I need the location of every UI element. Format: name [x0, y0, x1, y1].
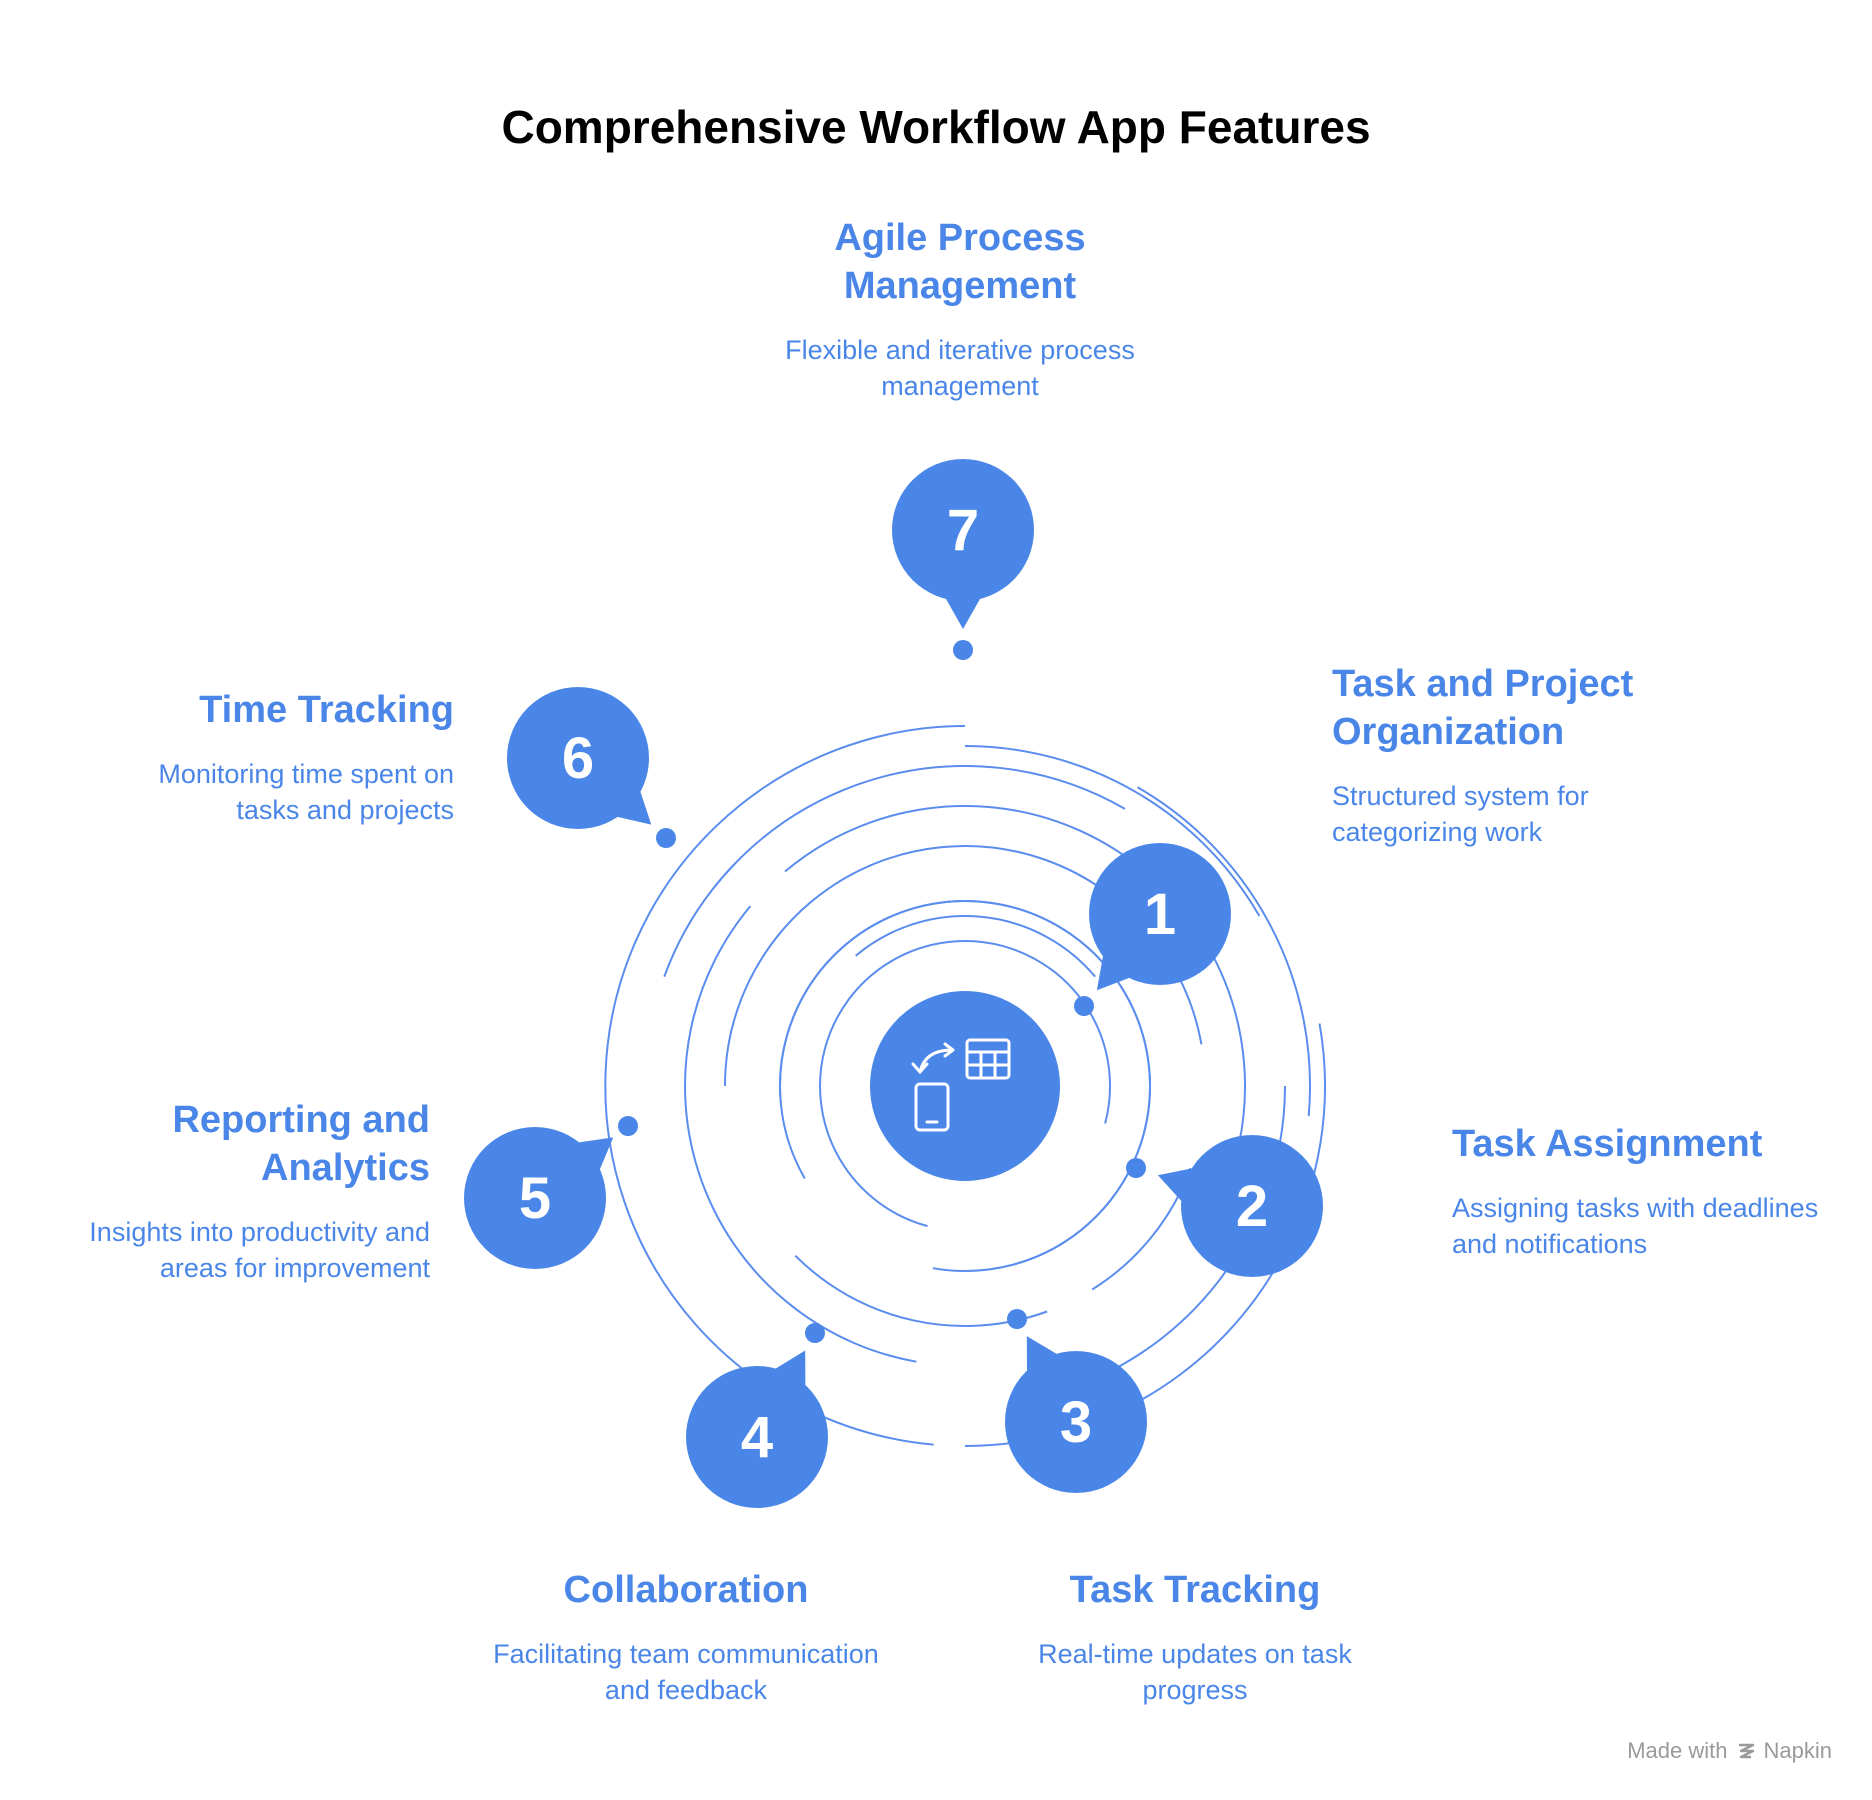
orbit-rings — [604, 725, 1326, 1447]
marker-number: 7 — [947, 498, 979, 563]
feature-3-description: Real-time updates on task progress — [1038, 1639, 1352, 1705]
feature-5-description: Insights into productivity and areas for… — [89, 1217, 430, 1283]
ring-arc-q — [855, 915, 1096, 978]
center-hub — [870, 991, 1060, 1181]
watermark-brand: Napkin — [1763, 1738, 1832, 1763]
feature-2-description: Assigning tasks with deadlines and notif… — [1452, 1193, 1819, 1259]
feature-marker-5: 5 — [464, 1116, 638, 1269]
ring-arc-c — [779, 900, 1151, 1266]
feature-6-title: Time Tracking — [199, 689, 454, 731]
napkin-logo-icon — [1738, 1743, 1754, 1759]
marker-number: 3 — [1060, 1390, 1092, 1455]
feature-4-description: Facilitating team communication and feed… — [493, 1639, 879, 1705]
workflow-devices-icon — [911, 1038, 1011, 1132]
marker-circle — [507, 687, 649, 829]
feature-marker-4: 4 — [686, 1323, 828, 1508]
marker-number: 6 — [562, 726, 594, 791]
marker-circle — [464, 1127, 606, 1269]
ring-dot — [953, 640, 973, 660]
ring-arc-a — [819, 940, 1112, 1228]
feature-marker-2: 2 — [1126, 1135, 1323, 1277]
feature-3-text: Task Tracking Real-time updates on task … — [985, 1566, 1405, 1708]
ring-arc-h — [684, 905, 917, 1363]
feature-marker-3: 3 — [1005, 1309, 1147, 1493]
ring-dot — [1126, 1158, 1146, 1178]
feature-4-title: Collaboration — [563, 1569, 809, 1611]
page-title: Comprehensive Workflow App Features — [501, 101, 1371, 153]
ring-dot — [1007, 1309, 1027, 1329]
feature-2-title: Task Assignment — [1452, 1123, 1763, 1165]
marker-number: 1 — [1144, 882, 1176, 947]
ring-arc-f — [724, 845, 1048, 1087]
marker-number: 2 — [1236, 1174, 1268, 1239]
feature-markers: 1 2 3 4 5 6 7 — [464, 459, 1323, 1508]
feature-marker-6: 6 — [507, 687, 676, 848]
center-circle — [870, 991, 1060, 1181]
feature-1-title: Task and Project Organization — [1332, 663, 1634, 753]
feature-3-title: Task Tracking — [1069, 1569, 1321, 1611]
marker-circle — [892, 459, 1034, 601]
feature-marker-7: 7 — [892, 459, 1034, 660]
napkin-watermark: Made with Napkin — [1627, 1738, 1832, 1764]
marker-circle — [1005, 1351, 1147, 1493]
marker-circle — [686, 1366, 828, 1508]
ring-dot — [805, 1323, 825, 1343]
feature-marker-1: 1 — [1074, 843, 1231, 1016]
ring-arc-k — [964, 745, 1261, 917]
marker-circle — [1089, 843, 1231, 985]
feature-7-description: Flexible and iterative process managemen… — [785, 335, 1135, 401]
feature-4-text: Collaboration Facilitating team communic… — [476, 1566, 896, 1708]
feature-7-text: Agile Process Management Flexible and it… — [750, 214, 1170, 404]
feature-6-text: Time Tracking Monitoring time spent on t… — [104, 686, 454, 828]
ring-dot — [1074, 996, 1094, 1016]
feature-2-text: Task Assignment Assigning tasks with dea… — [1452, 1120, 1832, 1262]
ring-arc-o — [1136, 786, 1312, 1117]
watermark-made-with: Made with — [1627, 1738, 1728, 1763]
marker-number: 4 — [741, 1405, 773, 1470]
marker-circle — [1181, 1135, 1323, 1277]
feature-5-text: Reporting and Analytics Insights into pr… — [60, 1096, 430, 1286]
feature-1-text: Task and Project Organization Structured… — [1332, 660, 1712, 850]
ring-dot — [656, 828, 676, 848]
feature-7-title: Agile Process Management — [834, 217, 1086, 307]
ring-arc-i — [784, 804, 1164, 889]
ring-dot — [618, 1116, 638, 1136]
feature-6-description: Monitoring time spent on tasks and proje… — [158, 759, 454, 825]
feature-5-title: Reporting and Analytics — [172, 1099, 430, 1189]
marker-number: 5 — [519, 1166, 551, 1231]
feature-1-description: Structured system for categorizing work — [1332, 781, 1589, 847]
ring-arc-j — [663, 765, 1126, 977]
